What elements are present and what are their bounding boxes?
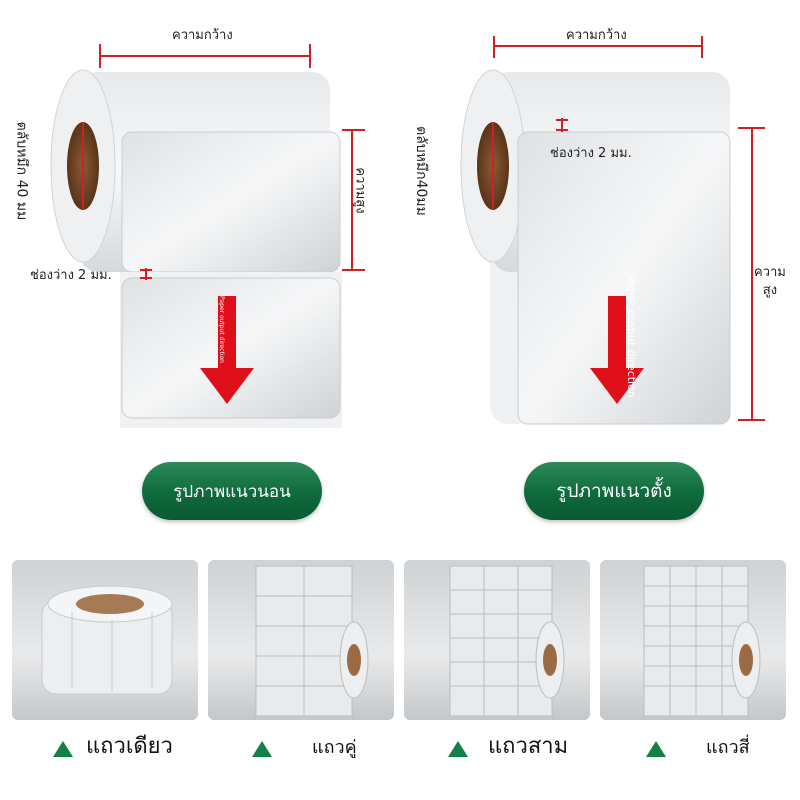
triple-row-label: แถวสาม xyxy=(488,734,569,759)
height-label: ความ สูง xyxy=(754,265,786,298)
width-label: ความกว้าง xyxy=(172,28,233,43)
arrow-down-icon xyxy=(590,296,644,404)
single-row-thumbnail[interactable] xyxy=(12,560,198,720)
double-row-roll-image xyxy=(255,565,369,717)
gap-label: ช่องว่าง 2 มม. xyxy=(30,268,112,283)
width-label: ความกว้าง xyxy=(566,28,627,43)
single-row-label: แถวเดียว xyxy=(86,734,173,759)
direction-text: Paper output direction xyxy=(217,296,225,363)
landscape-button[interactable]: รูปภาพแนวนอน xyxy=(142,462,322,520)
portrait-button[interactable]: รูปภาพแนวตั้ง xyxy=(524,462,704,520)
arrow-down-icon xyxy=(200,296,254,404)
gap-label: ช่องว่าง 2 มม. xyxy=(550,146,632,161)
height-label: ความสูง xyxy=(352,167,368,214)
quad-row-label: แถวสี่ xyxy=(706,737,750,758)
double-row-thumbnail[interactable] xyxy=(208,560,394,720)
triangle-up-icon xyxy=(448,741,468,757)
single-row-roll-image xyxy=(41,585,173,695)
core-diameter-label: ตลับหมึก 40 มม xyxy=(13,121,30,221)
triangle-up-icon xyxy=(252,741,272,757)
triple-row-thumbnail[interactable] xyxy=(404,560,590,720)
portrait-roll-illustration xyxy=(460,36,765,425)
quad-row-thumbnail[interactable] xyxy=(600,560,786,720)
double-row-label: แถวคู่ xyxy=(312,737,357,758)
triangle-up-icon xyxy=(646,741,666,757)
core-diameter-label: ตลับหมึก40มม xyxy=(412,126,429,216)
landscape-roll-illustration xyxy=(50,44,365,428)
direction-text: Paper output direction xyxy=(624,275,638,398)
triple-row-roll-image xyxy=(449,565,565,717)
triangle-up-icon xyxy=(53,741,73,757)
quad-row-roll-image xyxy=(643,565,761,717)
